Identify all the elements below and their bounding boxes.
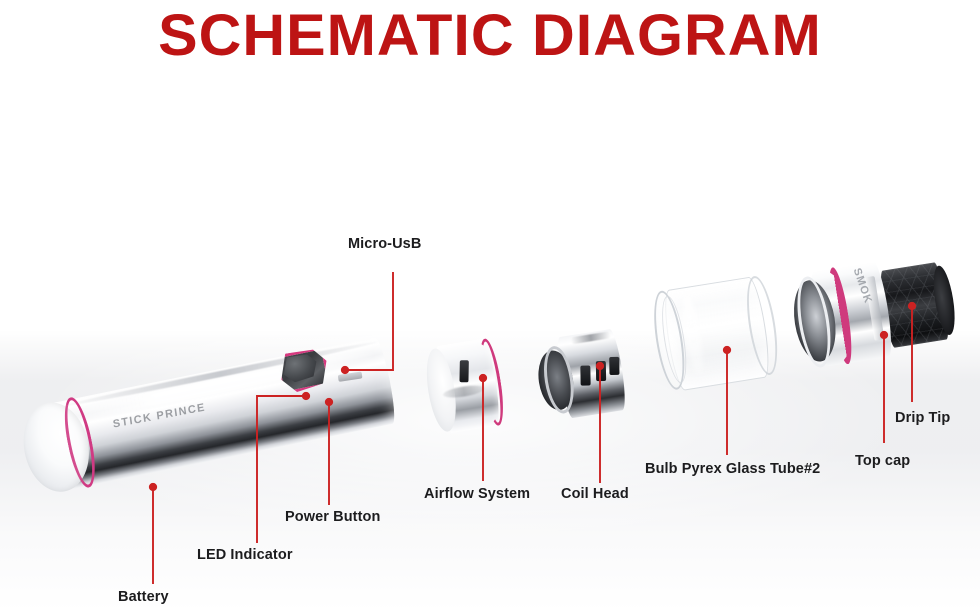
page-title: SCHEMATIC DIAGRAM — [158, 3, 822, 68]
label-power-button: Power Button — [285, 509, 381, 525]
label-coil-head: Coil Head — [561, 486, 629, 502]
part-airflow-system — [421, 332, 513, 439]
coil-head-slot-3 — [609, 356, 620, 376]
part-coil-head — [530, 323, 636, 434]
coil-head-slot-1 — [580, 365, 591, 386]
label-drip-tip: Drip Tip — [895, 410, 951, 426]
label-glass-tube: Bulb Pyrex Glass Tube#2 — [645, 461, 821, 477]
label-battery: Battery — [118, 589, 169, 605]
airflow-slot — [459, 360, 469, 383]
part-glass-tube — [642, 271, 788, 400]
label-led-indicator: LED Indicator — [197, 547, 293, 563]
label-top-cap: Top cap — [855, 453, 911, 469]
label-micro-usb: Micro-UsB — [348, 236, 422, 252]
label-airflow-system: Airflow System — [424, 486, 531, 502]
part-top-cap-assembly: SMOK — [784, 243, 969, 378]
coil-head-slot-2 — [595, 361, 607, 382]
